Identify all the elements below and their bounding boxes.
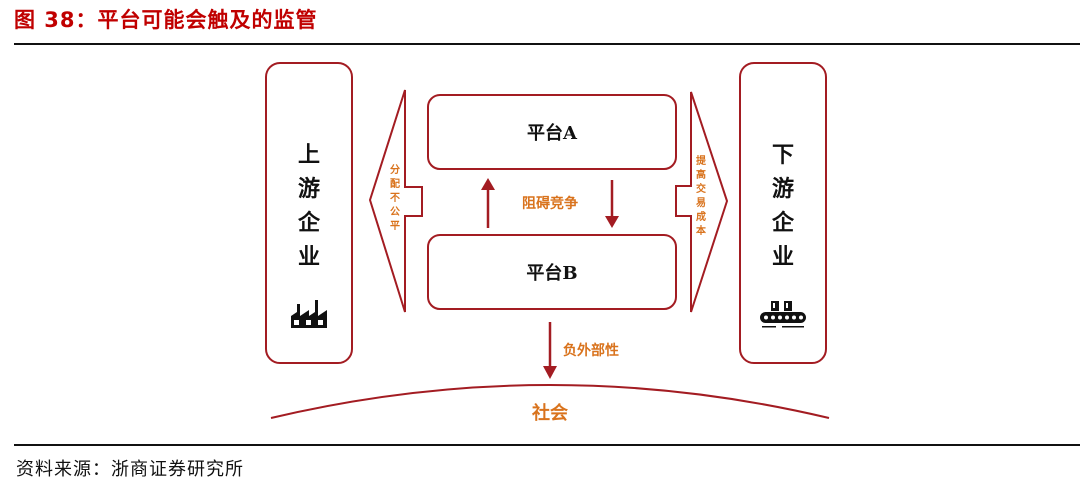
upstream-char-2: 游 (298, 176, 320, 202)
factory-icon (291, 300, 327, 328)
left-arrow-char-5: 平 (390, 220, 400, 232)
competition-label: 阻碍竞争 (522, 195, 578, 212)
upstream-char-4: 业 (298, 244, 320, 270)
source-note: 资料来源：浙商证券研究所 (16, 459, 244, 480)
right-arrow-char-4: 易 (696, 197, 706, 209)
right-arrow-char-5: 成 (696, 210, 706, 223)
figure-title: 图 38：平台可能会触及的监管 (14, 8, 318, 32)
downstream-char-2: 游 (772, 176, 794, 202)
platform-a-label: 平台A (527, 122, 578, 144)
platform-b-box (427, 234, 677, 310)
right-arrow-char-2: 高 (696, 168, 706, 181)
left-arrow-char-4: 公 (390, 206, 400, 218)
upstream-char-3: 企 (297, 210, 321, 236)
down-arrow (605, 180, 619, 228)
upstream-char-1: 上 (298, 142, 320, 168)
conveyor-belt-icon (760, 301, 806, 328)
left-arrow-char-1: 分 (390, 163, 400, 176)
externality-label: 负外部性 (563, 342, 619, 359)
upstream-box (265, 62, 353, 364)
left-arrow-char-3: 不 (390, 192, 400, 204)
platform-a-box (427, 94, 677, 170)
downstream-char-4: 业 (772, 244, 794, 270)
downstream-box (739, 62, 827, 364)
left-block-arrow (368, 89, 423, 313)
downstream-char-3: 企 (771, 210, 795, 236)
up-arrow (481, 178, 495, 228)
society-label: 社会 (532, 402, 568, 424)
left-arrow-char-2: 配 (390, 178, 400, 190)
externality-arrow (543, 322, 557, 379)
right-block-arrow (675, 91, 729, 313)
right-arrow-char-1: 提 (696, 154, 707, 167)
right-arrow-char-3: 交 (696, 182, 706, 195)
society-arc (270, 384, 830, 419)
top-divider (14, 43, 1080, 45)
downstream-char-1: 下 (772, 142, 794, 168)
bottom-divider (14, 444, 1080, 446)
right-arrow-char-6: 本 (696, 224, 707, 237)
platform-b-label: 平台B (526, 262, 577, 284)
